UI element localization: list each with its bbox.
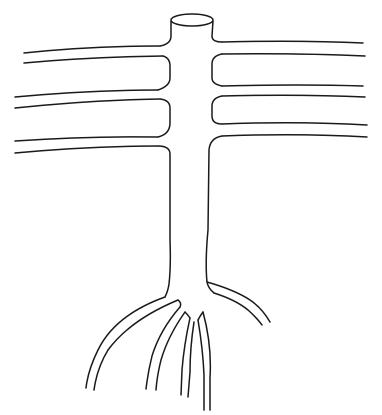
left-branch — [15, 90, 158, 97]
root — [198, 320, 204, 410]
root — [94, 300, 178, 390]
left-branch — [24, 46, 160, 53]
root — [214, 293, 262, 325]
root — [207, 282, 270, 322]
left-branches — [15, 46, 163, 153]
right-branch — [222, 54, 365, 56]
root — [156, 312, 185, 390]
trunk-right-outline — [206, 21, 222, 293]
trunk-left-outline — [158, 21, 171, 297]
left-branch — [15, 137, 158, 141]
right-branch — [222, 135, 367, 137]
roots — [86, 282, 270, 410]
left-branch — [24, 56, 163, 63]
right-branch — [222, 41, 363, 43]
left-branch — [15, 99, 160, 108]
root — [178, 300, 181, 307]
root — [185, 312, 190, 318]
root — [198, 312, 203, 320]
right-branch — [222, 85, 363, 86]
trunk-top-ellipse — [171, 14, 213, 26]
root — [188, 322, 194, 397]
root — [146, 307, 180, 389]
right-branch — [222, 95, 365, 97]
right-branch — [222, 123, 367, 125]
right-branches — [222, 41, 367, 137]
left-branch — [15, 146, 158, 153]
